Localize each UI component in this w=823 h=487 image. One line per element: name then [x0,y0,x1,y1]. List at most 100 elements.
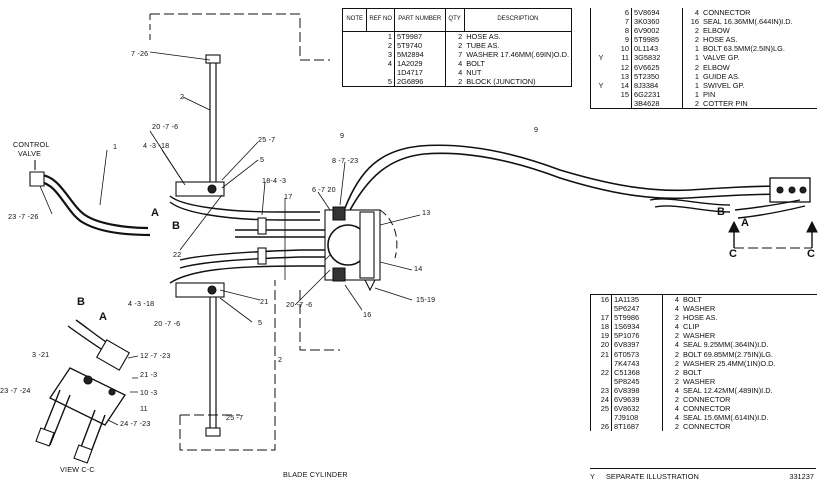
cell-part-number: 6V9639 [611,395,663,405]
callout-10-3: 10 -3 [140,388,158,397]
cell-description: COTTER PIN [703,98,748,108]
cell-description: WASHER [683,304,716,314]
cell-description: CONNECTOR [703,8,751,17]
cell-ref: 26 [591,422,612,432]
junction-block-upper [169,181,320,221]
cell-description: SEAL 16.36MM(.644IN)I.D. [703,17,793,27]
callout-24-7-23: 24 -7 -23 [120,419,151,428]
cell-description: BOLT 63.5MM(2.5IN)LG. [703,44,785,54]
callout-23-7-26: 23 -7 -26 [8,212,39,221]
cell-part-number: 6V9002 [631,26,683,36]
cell-part-number: 5T9740 [394,40,446,50]
cell-ref: 23 [591,385,612,396]
cell-note [343,50,367,59]
cell-description: WASHER [683,376,716,386]
connector-a-view: A [99,311,108,323]
cell-description: WASHER 17.46MM(.69IN)O.D. [466,49,569,59]
cell-qty: 2 [694,26,699,36]
cell-part-number: C51368 [611,367,663,377]
cell-ref: 15 [611,89,632,99]
cell-note [591,99,611,108]
cell-ref: 16 [591,295,612,305]
cell-part-number: 1A1135 [611,295,663,305]
cell-part-number: 5T2350 [631,71,683,81]
cell-note [591,35,611,44]
cell-description: HOSE AS. [703,35,738,45]
cell-part-number: 6G2231 [631,89,683,99]
cell-part-number: 1D4717 [394,67,446,77]
cell-description: BOLT [683,295,702,304]
callout-4-3-18-top: 4 -3 -18 [143,141,170,150]
cell-ref [611,98,632,109]
cell-description: CONNECTOR [683,395,731,405]
cell-qty: 4 [674,295,679,304]
cell-part-number: 1S6934 [611,322,663,332]
cell-description: TUBE AS. [466,40,500,50]
cell-part-number: 6V6625 [631,62,683,72]
callout-13: 13 [422,208,431,217]
cell-description: BOLT [683,367,702,377]
cell-ref: 14 [611,80,632,90]
cell-description: BOLT 69.85MM(2.75IN)LG. [683,349,774,359]
cell-ref: 12 [611,62,632,72]
cell-note [591,44,611,53]
cell-ref [591,376,612,386]
tractor-outline-top [150,13,330,61]
cell-note [591,26,611,35]
cell-note [591,63,611,72]
callout-6-7-20: 6 -7 20 [312,185,336,194]
cell-qty: 4 [458,58,463,68]
cell-qty: 1 [694,89,699,99]
cell-qty: 2 [674,395,679,405]
cell-qty: 2 [674,367,679,377]
header-note: NOTE [343,9,368,31]
connector-b-right: B [717,206,726,218]
view-cc-detail [35,319,139,464]
connector-a-right: A [741,217,750,229]
callout-4-3-18-bot: 4 -3 -18 [128,299,155,308]
cell-description: BOLT [466,58,485,68]
cell-description: GUIDE AS. [703,71,740,81]
callout-16: 16 [363,310,372,319]
cell-note [591,8,611,17]
cell-part-number: 7J9108 [611,413,663,423]
leader-lines [39,51,421,323]
cell-part-number: 5M2894 [394,49,446,59]
cell-qty: 2 [674,376,679,386]
cell-description: HOSE AS. [466,31,501,41]
cell-note [343,41,367,50]
cell-part-number: 2G6896 [394,76,446,87]
cell-part-number: 6V8397 [611,340,663,350]
cell-part-number: 7K4743 [611,358,663,368]
cell-description: ELBOW [703,62,730,72]
cell-qty: 1 [694,44,699,54]
cell-ref: 8 [611,26,632,36]
cell-note [343,68,367,77]
cell-ref: 17 [591,313,612,323]
cell-ref: 19 [591,331,612,341]
cell-ref: 10 [611,44,632,54]
cell-description: SWIVEL GP. [703,80,745,90]
cell-part-number: 0L1143 [631,44,683,54]
callout-5-bot: 5 [258,318,263,327]
cell-qty: 2 [674,331,679,341]
cell-note [591,72,611,81]
cell-qty: 2 [694,62,699,72]
